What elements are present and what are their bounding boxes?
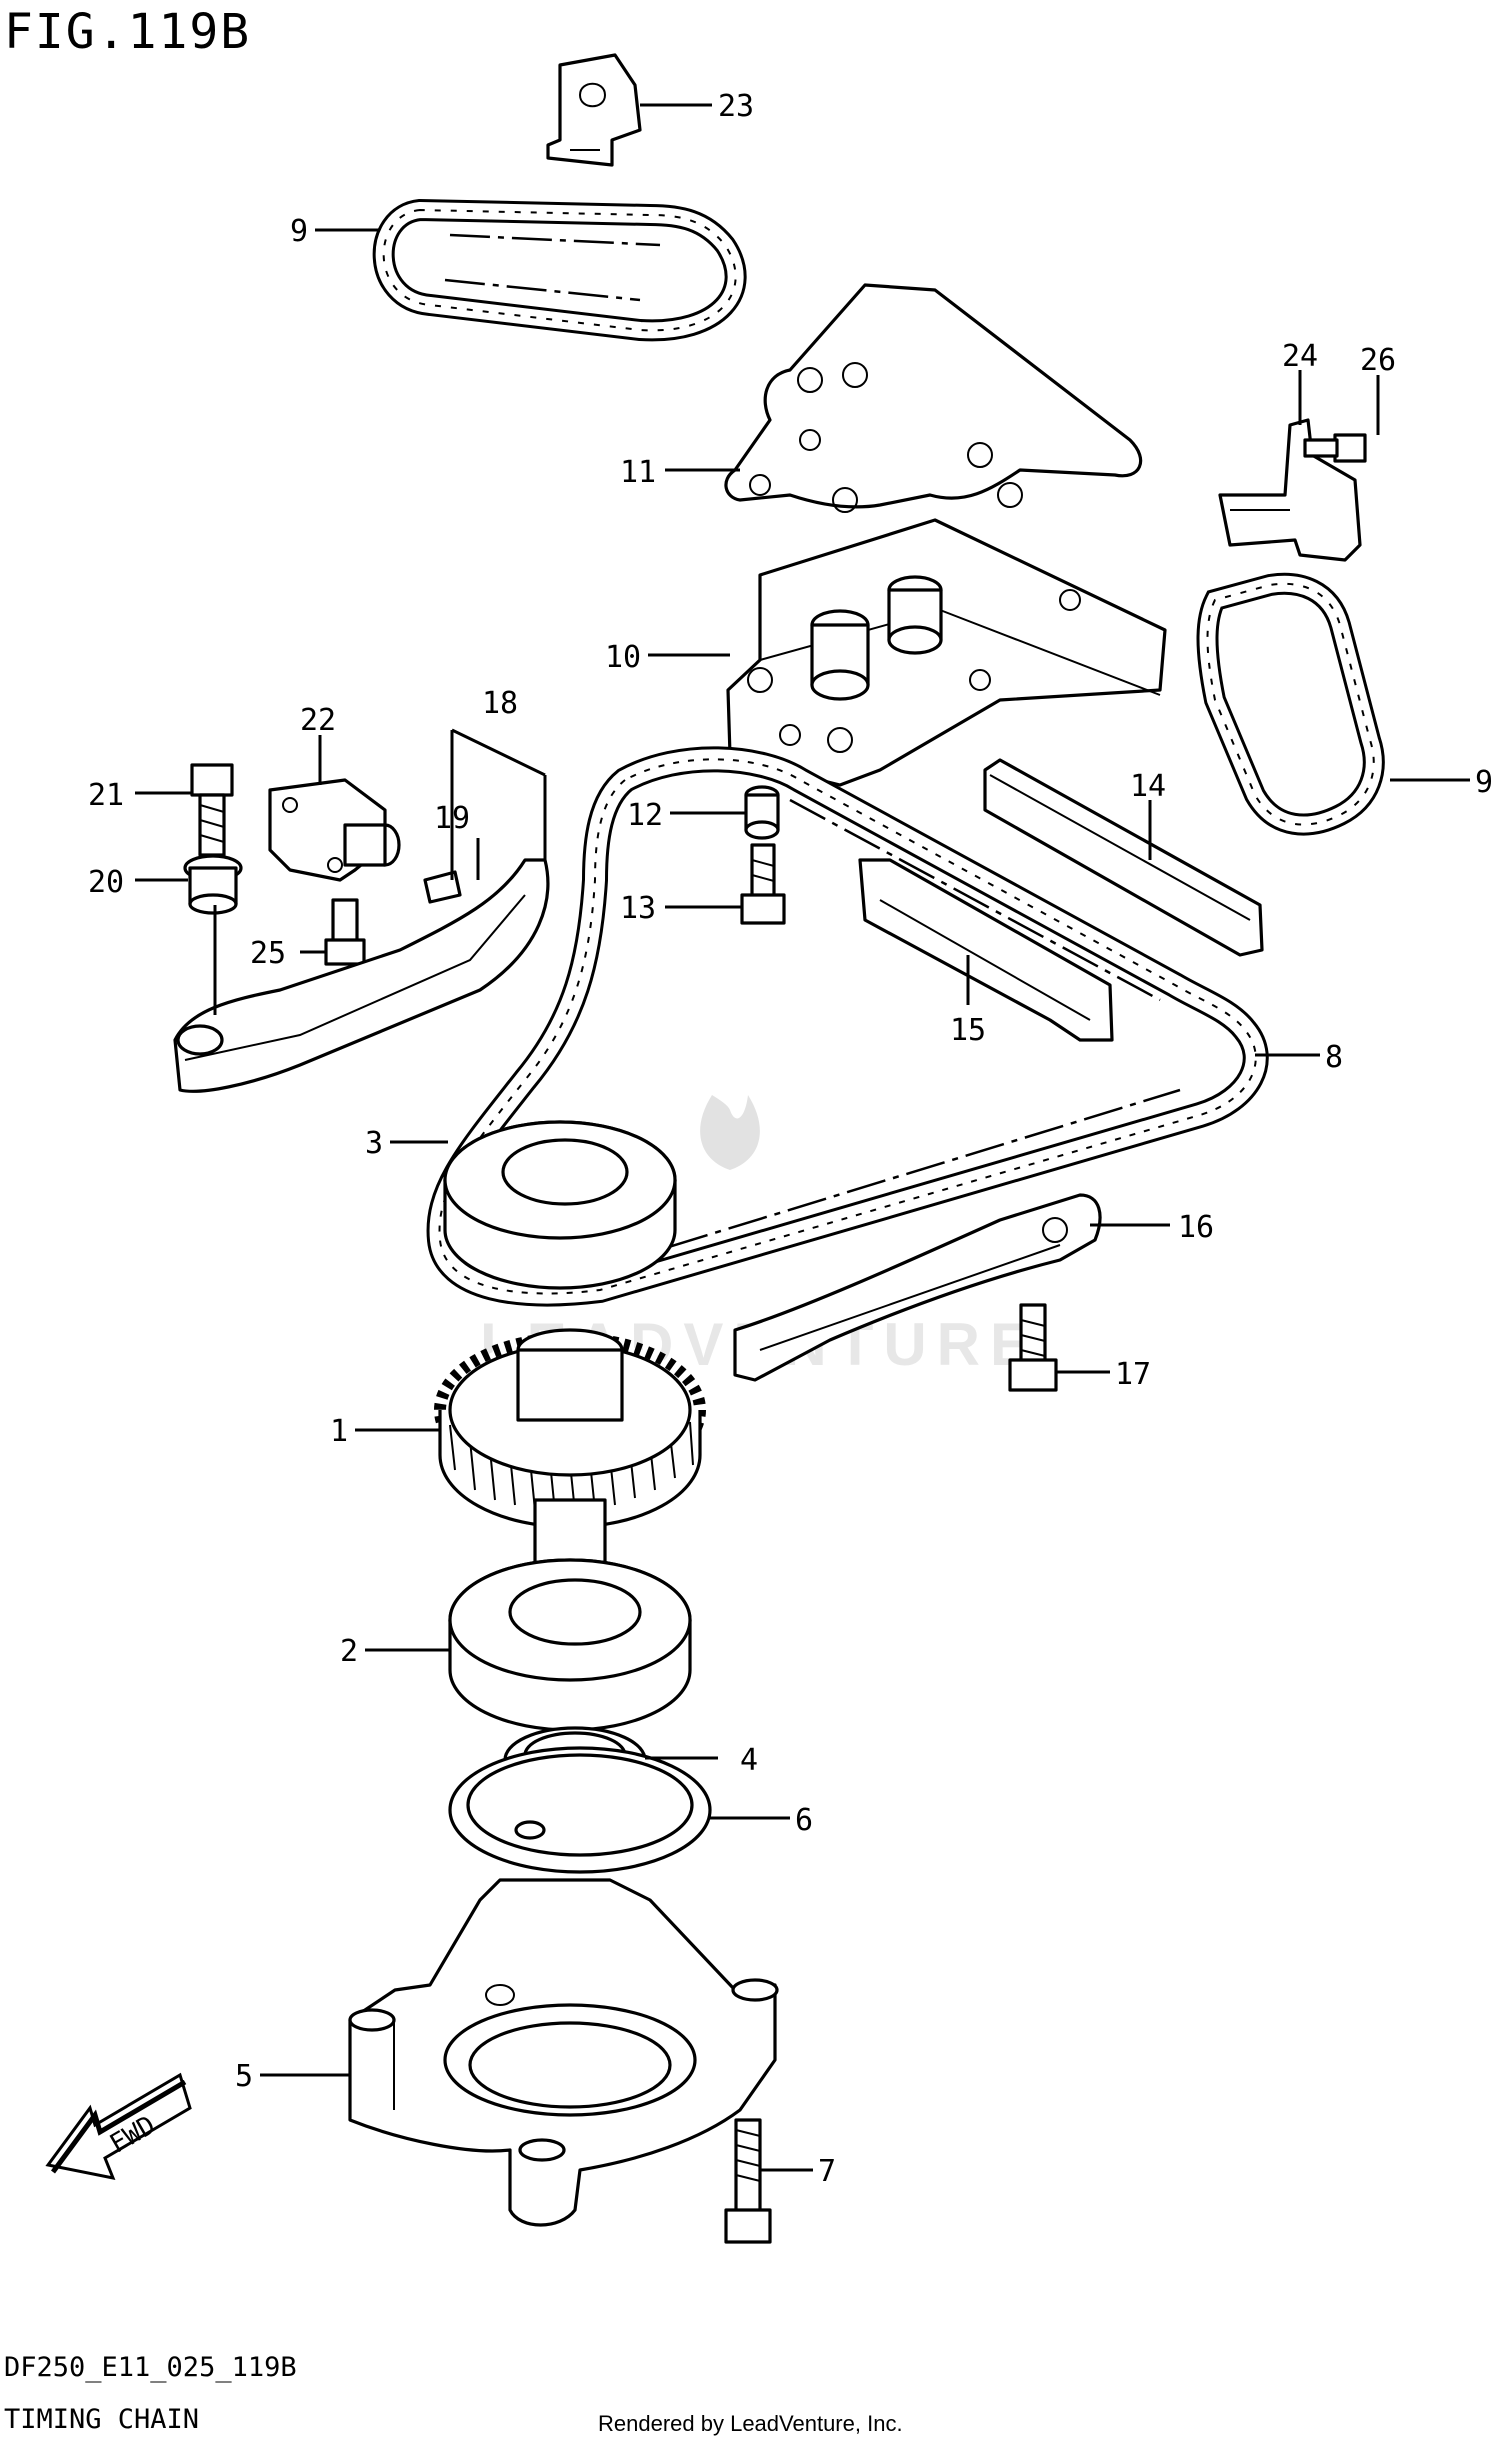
callout-2: 2 bbox=[340, 1634, 358, 1669]
leader-lines bbox=[135, 103, 1470, 2172]
part-26-bolt[interactable] bbox=[1303, 433, 1367, 463]
figure-title: FIG.119B bbox=[4, 4, 252, 60]
part-10-oil-pump-housing[interactable] bbox=[726, 518, 1167, 787]
part-9-chain-upper[interactable] bbox=[372, 198, 747, 342]
callout-21: 21 bbox=[88, 778, 124, 813]
callout-14: 14 bbox=[1130, 769, 1166, 804]
part-23-chain-guide-bracket[interactable] bbox=[546, 53, 642, 167]
callout-18: 18 bbox=[482, 686, 518, 721]
callout-6: 6 bbox=[795, 1803, 813, 1838]
callout-5: 5 bbox=[235, 2059, 253, 2094]
callout-4: 4 bbox=[740, 1743, 758, 1778]
part-25-bolt[interactable] bbox=[324, 898, 366, 966]
fwd-arrow-icon: FWD bbox=[45, 2072, 192, 2181]
callout-1: 1 bbox=[330, 1414, 348, 1449]
callout-7: 7 bbox=[818, 2154, 836, 2189]
render-credit: Rendered by LeadVenture, Inc. bbox=[598, 2411, 903, 2436]
callout-9-upper: 9 bbox=[290, 214, 308, 249]
part-21-bolt[interactable] bbox=[190, 763, 234, 857]
part-7-bolt[interactable] bbox=[724, 2118, 772, 2244]
part-8-timing-chain[interactable] bbox=[426, 746, 1269, 1307]
drawing-code: DF250_E11_025_119B bbox=[4, 2352, 297, 2383]
part-15-chain-guide[interactable] bbox=[858, 858, 1114, 1042]
part-12-dowel-pin[interactable] bbox=[744, 785, 780, 840]
part-3-bearing[interactable] bbox=[443, 1120, 677, 1290]
callout-17: 17 bbox=[1115, 1357, 1151, 1392]
part-1-drive-gear[interactable] bbox=[434, 1328, 706, 1596]
part-6-plate[interactable] bbox=[448, 1746, 712, 1874]
callout-25: 25 bbox=[250, 936, 286, 971]
callout-15: 15 bbox=[950, 1013, 986, 1048]
callout-labels: 23 9 11 24 26 10 22 18 9 21 19 12 14 20 … bbox=[88, 89, 1493, 2189]
part-11-gasket[interactable] bbox=[724, 283, 1143, 513]
part-2-bearing[interactable] bbox=[448, 1558, 692, 1732]
part-17-bolt[interactable] bbox=[1008, 1303, 1058, 1392]
part-13-bolt[interactable] bbox=[740, 843, 786, 925]
part-22-chain-tensioner[interactable] bbox=[268, 778, 401, 882]
callout-9-right: 9 bbox=[1475, 765, 1493, 800]
callout-22: 22 bbox=[300, 703, 336, 738]
part-9-chain-right[interactable] bbox=[1196, 572, 1385, 836]
callout-13: 13 bbox=[620, 891, 656, 926]
callout-20: 20 bbox=[88, 865, 124, 900]
callout-8: 8 bbox=[1325, 1040, 1343, 1075]
part-14-chain-guide[interactable] bbox=[983, 758, 1264, 957]
callout-16: 16 bbox=[1178, 1210, 1214, 1245]
figure-caption: TIMING CHAIN bbox=[4, 2404, 200, 2435]
callout-3: 3 bbox=[365, 1126, 383, 1161]
callout-12: 12 bbox=[627, 798, 663, 833]
callout-19: 19 bbox=[434, 801, 470, 836]
callout-11: 11 bbox=[620, 455, 656, 490]
part-16-chain-guide[interactable] bbox=[733, 1193, 1102, 1382]
callout-26: 26 bbox=[1360, 343, 1396, 378]
callout-10: 10 bbox=[605, 640, 641, 675]
part-20-bushing[interactable] bbox=[183, 854, 243, 915]
part-5-housing[interactable] bbox=[348, 1878, 779, 2227]
part-19-damper[interactable] bbox=[423, 870, 462, 904]
callout-24: 24 bbox=[1282, 339, 1318, 374]
callout-23: 23 bbox=[718, 89, 754, 124]
